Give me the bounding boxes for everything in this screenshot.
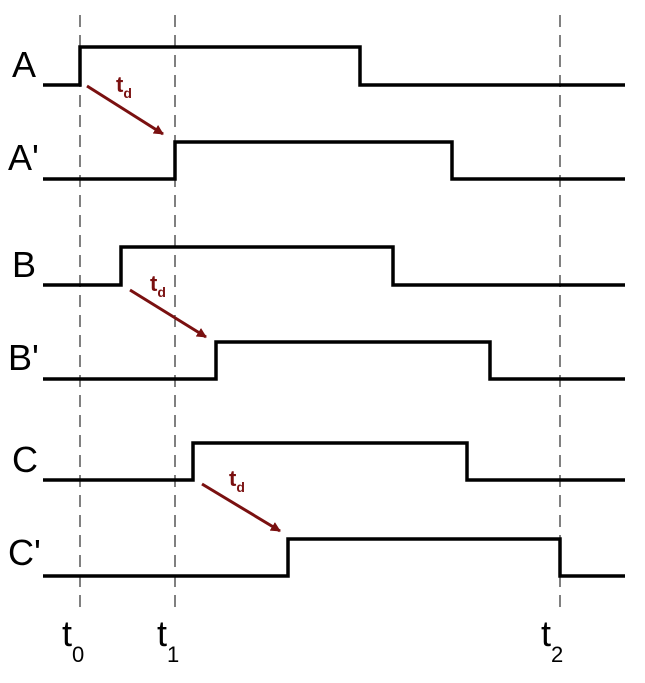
waveform-a: [43, 45, 625, 87]
delay-arrow-b: [129, 288, 207, 339]
delay-label-c: td: [229, 466, 245, 495]
waveform-a-prime: [43, 140, 625, 181]
waveform-b: [43, 245, 625, 287]
delay-arrow-a: [86, 84, 164, 136]
delay-label-b: td: [150, 271, 166, 300]
signal-label-b: B: [12, 244, 36, 285]
delay-label-a: td: [116, 72, 132, 101]
waveform-c-prime: [43, 537, 625, 578]
signal-label-a: A: [12, 44, 36, 85]
signal-label-c-prime: C': [8, 532, 41, 573]
signal-label-b-prime: B': [8, 337, 39, 378]
signal-label-c: C: [12, 439, 38, 480]
time-marker-t0: t0: [62, 613, 84, 667]
delay-arrow-c: [201, 482, 281, 533]
waveform-b-prime: [43, 340, 625, 381]
waveform-c: [43, 441, 625, 482]
signal-label-a-prime: A': [8, 137, 39, 178]
time-marker-t2: t2: [541, 613, 563, 667]
time-marker-t1: t1: [157, 613, 179, 667]
